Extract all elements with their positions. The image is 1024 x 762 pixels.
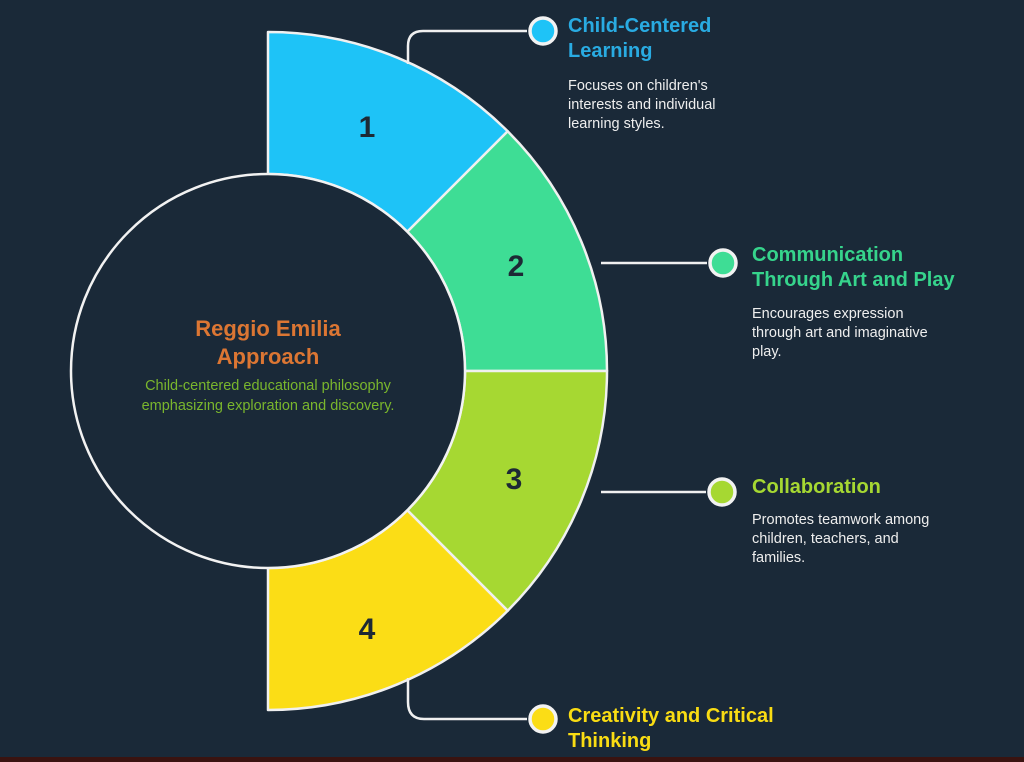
marker-dot-2 <box>708 248 738 278</box>
center-circle <box>69 172 467 570</box>
section-4-title: Creativity and Critical Thinking <box>568 705 774 752</box>
section-1-description: Focuses on children's interests and indi… <box>568 78 716 132</box>
section-3: Collaboration Promotes teamwork among ch… <box>752 475 952 568</box>
connector-line-1 <box>406 29 527 64</box>
bottom-edge-bar <box>0 757 1024 762</box>
section-2: Communication Through Art and Play Encou… <box>752 243 970 362</box>
segment-3-number: 3 <box>505 463 523 496</box>
center-description: Child-centered educational philosophy em… <box>141 378 395 414</box>
section-3-title: Collaboration <box>752 476 881 498</box>
section-2-title: Communication Through Art and Play <box>752 244 955 291</box>
marker-dot-1 <box>528 16 558 46</box>
segment-1-number: 1 <box>358 111 376 144</box>
section-1: Child-Centered Learning Focuses on child… <box>568 14 743 134</box>
segment-4-number: 4 <box>358 613 376 646</box>
segment-2-number: 2 <box>507 250 525 283</box>
marker-dot-4 <box>528 704 558 734</box>
connector-line-4 <box>406 678 527 721</box>
center-title: Reggio Emilia Approach <box>195 316 341 369</box>
section-3-description: Promotes teamwork among children, teache… <box>752 512 930 566</box>
section-2-description: Encourages expression through art and im… <box>752 306 928 360</box>
marker-dot-3 <box>707 477 737 507</box>
section-1-title: Child-Centered Learning <box>568 15 712 62</box>
section-4: Creativity and Critical Thinking <box>568 704 786 754</box>
